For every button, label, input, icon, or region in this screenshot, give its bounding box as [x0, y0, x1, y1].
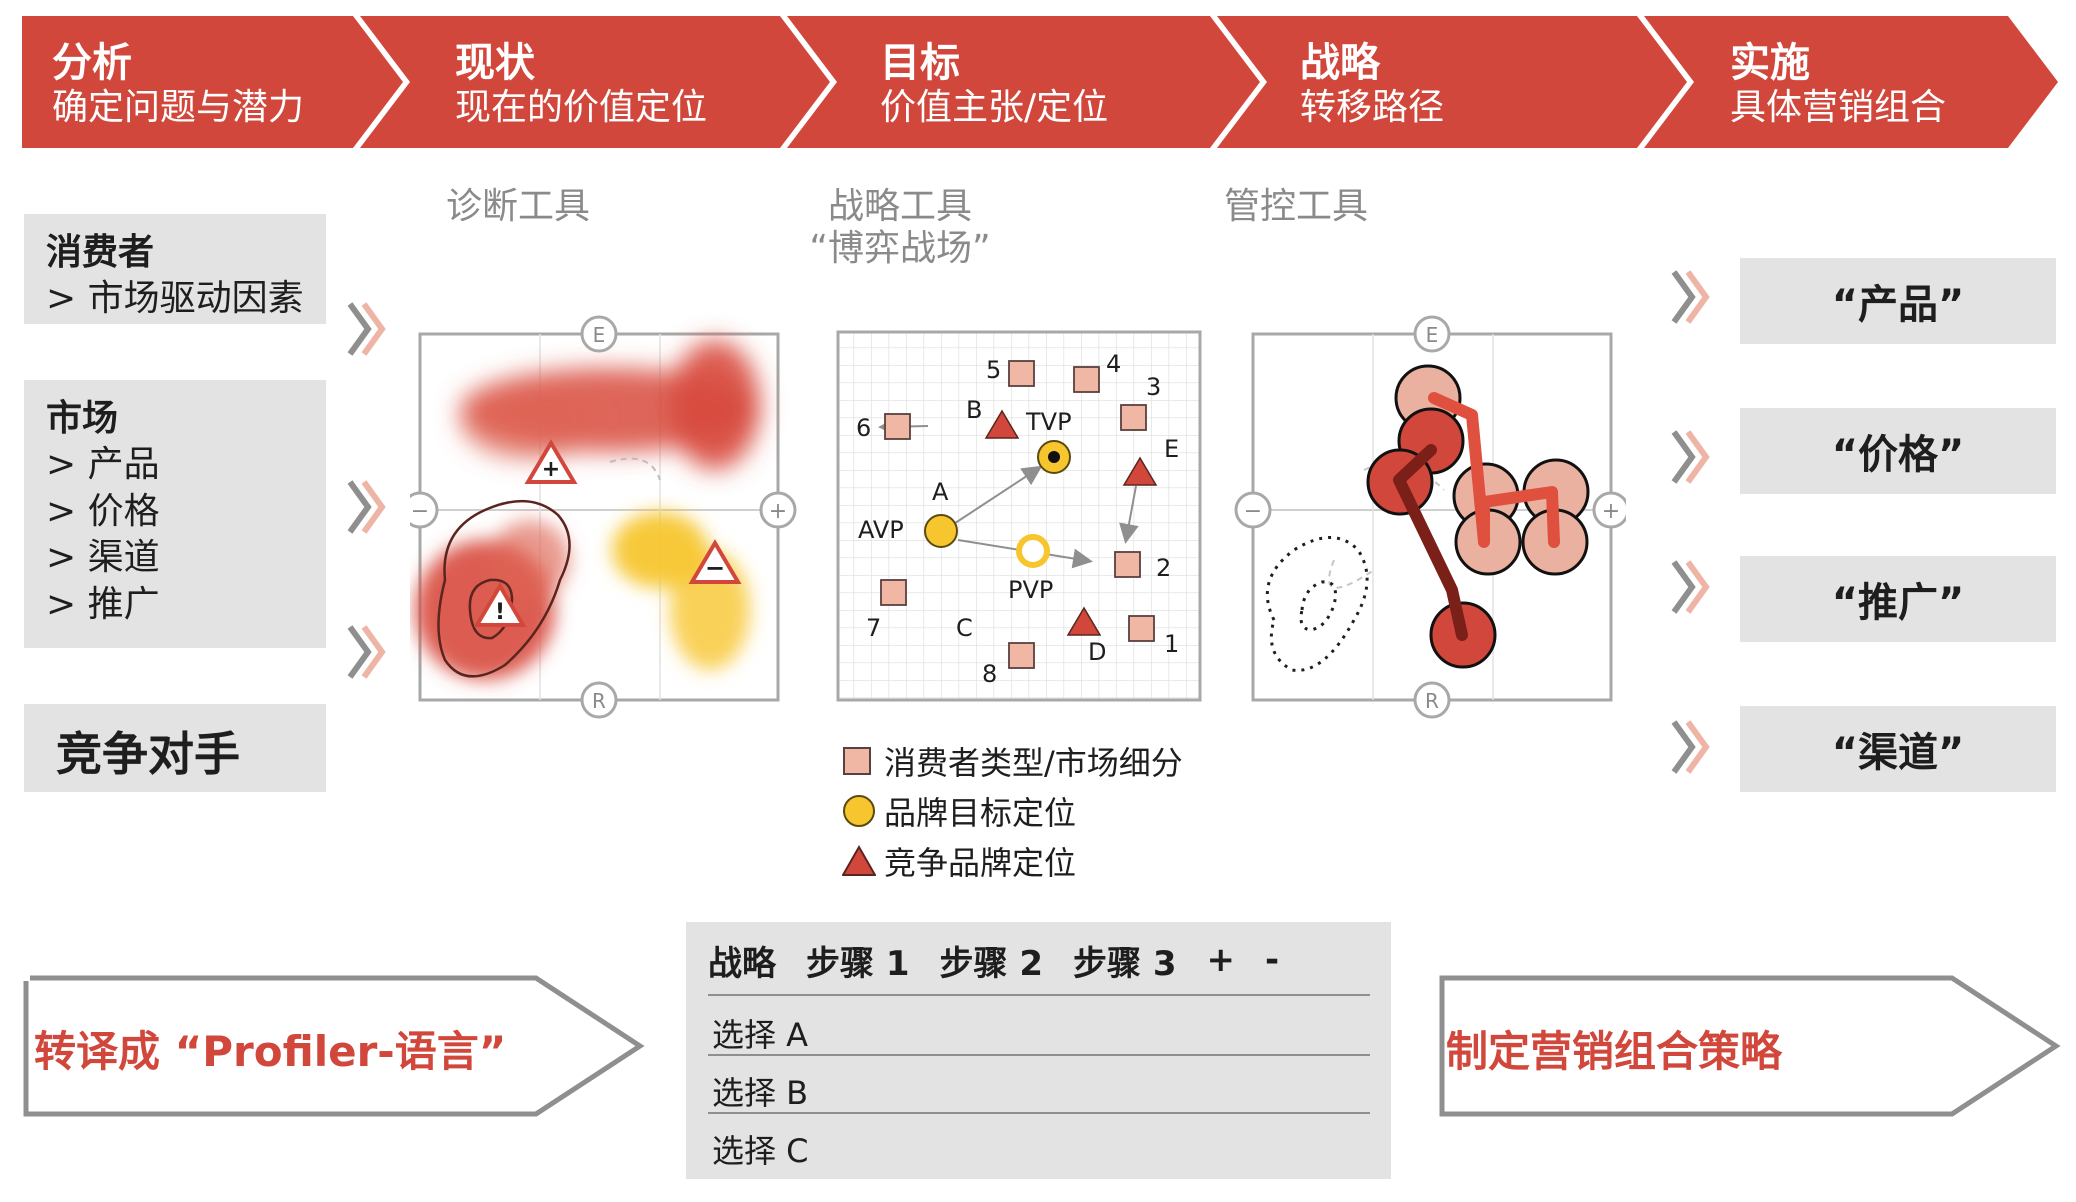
- marker-minus: −: [705, 554, 725, 582]
- mix-box-price: “价格”: [1740, 408, 2056, 494]
- double-chevron-icon: [347, 302, 386, 356]
- strategy-tool-label: 战略工具 “博弈战场”: [800, 186, 1000, 271]
- axis-label-bottom: R: [1425, 689, 1439, 713]
- market-box: 市场 > 产品 > 价格 > 渠道 > 推广: [24, 380, 326, 648]
- table-divider: [708, 994, 1370, 996]
- market-title: 市场: [46, 398, 119, 439]
- competitor-box: 竞争对手: [24, 704, 326, 792]
- square-icon: [843, 747, 871, 775]
- left-bottom-arrow: [22, 975, 645, 1117]
- mix-box-promotion: “推广”: [1740, 556, 2056, 642]
- circle-icon: [843, 795, 875, 827]
- diagnosis-tool-label: 诊断工具: [445, 186, 590, 227]
- competitor-label: B: [966, 396, 982, 424]
- segment-number: 8: [982, 660, 997, 688]
- axis-label-right: +: [769, 499, 787, 524]
- control-map: E R − +: [1234, 315, 1626, 719]
- market-item-promotion: > 推广: [46, 583, 160, 625]
- upper-heat-zone: [460, 340, 760, 470]
- segment-number: 4: [1106, 350, 1121, 378]
- process-step-implement-shape: [1644, 16, 2058, 148]
- competitor-title: 竞争对手: [56, 727, 240, 781]
- legend-item-competitor: 竞争品牌定位: [842, 841, 1076, 882]
- table-header-plus: +: [1206, 940, 1236, 980]
- process-step-analysis: 分析 确定问题与潜力: [52, 40, 305, 129]
- process-step-implement: 实施 具体营销组合: [1730, 40, 1947, 129]
- right-bottom-arrow: [1439, 975, 2061, 1117]
- table-row-option-b: 选择 B: [712, 1074, 809, 1112]
- segment-number: 2: [1156, 554, 1171, 582]
- axis-label-top: E: [1426, 323, 1439, 347]
- competitor-label: D: [1088, 638, 1106, 666]
- axis-label-right: +: [1602, 499, 1620, 524]
- table-row-option-a: 选择 A: [712, 1016, 809, 1054]
- table-header-step3: 步骤 3: [1073, 943, 1177, 984]
- market-item-channel: > 渠道: [46, 537, 160, 579]
- market-item-price: > 价格: [46, 490, 160, 532]
- process-step-strategy-shape: [1217, 16, 1687, 148]
- double-chevron-icon: [347, 480, 386, 534]
- process-step-target-shape: [787, 16, 1260, 148]
- table-header-step1: 步骤 1: [806, 943, 910, 984]
- mix-box-channel: “渠道”: [1740, 706, 2056, 792]
- segment-number: 3: [1146, 373, 1161, 401]
- strategy-tool-label-line2: “博弈战场”: [809, 228, 991, 270]
- process-step-target: 目标 价值主张/定位: [880, 40, 1109, 129]
- legend-item-segment: 消费者类型/市场细分: [842, 741, 1183, 782]
- double-chevron-icon: [347, 625, 386, 679]
- table-divider: [708, 1112, 1370, 1114]
- legend-item-brand: 品牌目标定位: [842, 791, 1076, 832]
- consumer-item: > 市场驱动因素: [46, 278, 304, 320]
- marker-plus: +: [542, 457, 560, 482]
- triangle-icon: [842, 845, 876, 876]
- table-divider: [708, 1054, 1370, 1056]
- strategy-options-table: 战略 步骤 1 步骤 2 步骤 3 + - 选择 A 选择 B 选择 C: [686, 922, 1391, 1179]
- control-tool-label: 管控工具: [1223, 186, 1368, 227]
- double-chevron-icon: [1671, 720, 1710, 774]
- table-header: 战略 步骤 1 步骤 2 步骤 3 + -: [708, 930, 1309, 990]
- table-header-minus: -: [1265, 940, 1280, 980]
- mix-box-product: “产品”: [1740, 258, 2056, 344]
- marker-exclaim: !: [495, 600, 505, 625]
- axis-label-left: −: [411, 499, 429, 524]
- strategy-game-map: 5 4 3 6 2 7 1 8 A B C D E AVP TVP PVP: [836, 330, 1202, 702]
- process-chevron-bar: [22, 16, 2058, 148]
- translate-profiler-text: 转译成 “Profiler-语言”: [34, 1027, 507, 1076]
- segment-number: 6: [856, 414, 871, 442]
- table-header-step2: 步骤 2: [939, 943, 1044, 984]
- axis-label-bottom: R: [592, 689, 606, 713]
- segment-number: 1: [1164, 630, 1179, 658]
- process-step-current: 现状 现在的价值定位: [455, 40, 708, 129]
- market-item-product: > 产品: [46, 444, 160, 486]
- segment-number: 5: [986, 356, 1001, 384]
- table-row-option-c: 选择 C: [712, 1132, 809, 1170]
- strategy-tool-label-line1: 战略工具: [827, 186, 972, 227]
- process-step-strategy: 战略 转移路径: [1300, 40, 1445, 129]
- process-step-analysis-shape: [22, 16, 403, 148]
- competitor-label: A: [932, 478, 949, 506]
- consumer-box: 消费者 > 市场驱动因素: [24, 214, 326, 324]
- diagnosis-map: + ! − E R − +: [410, 315, 797, 719]
- double-chevron-icon: [1671, 560, 1710, 614]
- marketing-mix-strategy-text: 制定营销组合策略: [1446, 1027, 1783, 1076]
- segment-number: 7: [866, 614, 881, 642]
- brand-label-tvp: TVP: [1025, 408, 1072, 436]
- competitor-label: E: [1164, 435, 1179, 463]
- brand-label-pvp: PVP: [1008, 576, 1053, 604]
- competitor-label: C: [956, 614, 973, 642]
- double-chevron-icon: [1671, 270, 1710, 324]
- double-chevron-icon: [1671, 430, 1710, 484]
- table-header-strategy: 战略: [708, 943, 776, 984]
- consumer-title: 消费者: [46, 232, 155, 273]
- process-step-current-shape: [360, 16, 830, 148]
- axis-label-left: −: [1244, 499, 1262, 524]
- axis-label-top: E: [593, 323, 606, 347]
- brand-label-avp: AVP: [858, 516, 904, 544]
